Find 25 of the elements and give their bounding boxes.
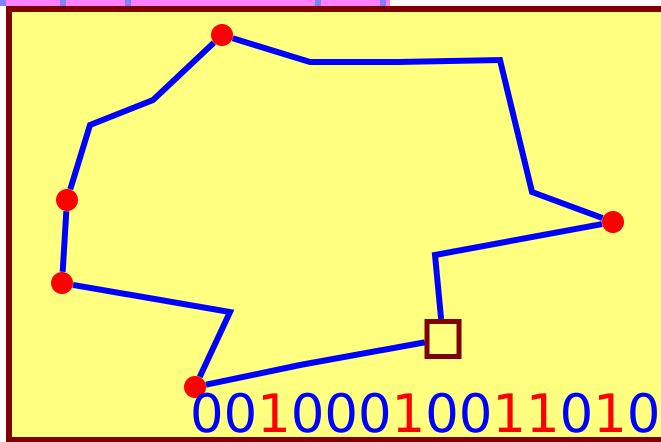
- binary-digit: 0: [462, 392, 489, 433]
- binary-digit: 1: [498, 393, 522, 432]
- binary-digit: 0: [193, 392, 220, 433]
- dot: [51, 272, 73, 294]
- dot: [211, 24, 233, 46]
- binary-digit: 0: [294, 392, 321, 433]
- binary-digit: 1: [532, 393, 555, 432]
- path-line: [60, 211, 70, 272]
- path-line: [205, 339, 426, 388]
- binary-digit: 0: [328, 392, 355, 433]
- square-marker: [424, 319, 462, 359]
- binary-digit: 0: [630, 392, 657, 433]
- binary-digit: 0: [227, 392, 254, 433]
- path-line: [72, 282, 234, 378]
- path-line: [432, 221, 603, 320]
- binary-digit: 1: [262, 393, 286, 432]
- binary-digit: 0: [563, 392, 590, 433]
- path-line: [232, 35, 604, 221]
- dot: [602, 211, 624, 233]
- binary-digit: 0: [361, 392, 388, 433]
- binary-digit: 0: [428, 392, 456, 433]
- dot: [56, 189, 78, 211]
- path-line: [67, 40, 216, 190]
- binary-digit: 1: [397, 393, 420, 432]
- binary-digit: 1: [598, 393, 622, 432]
